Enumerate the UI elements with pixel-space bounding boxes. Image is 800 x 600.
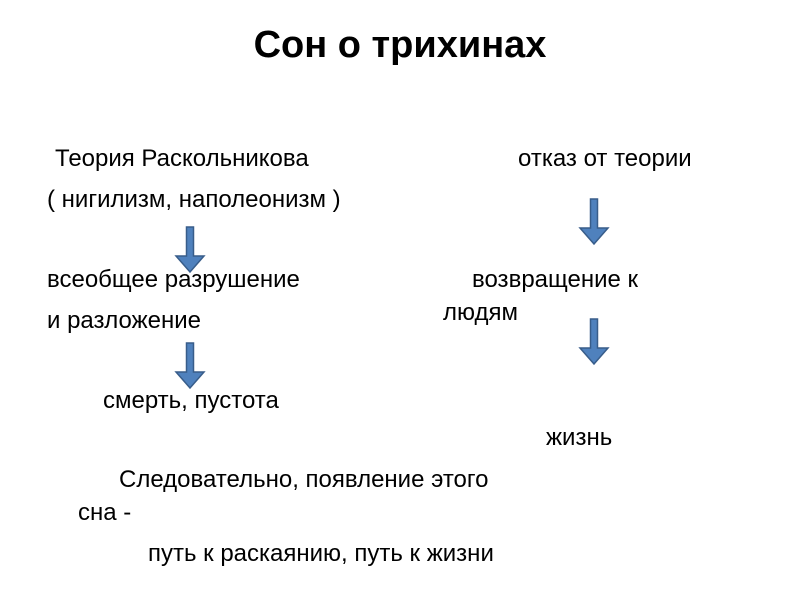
conclusion-line1: Следовательно, появление этого: [119, 466, 489, 493]
return-label-line1: возвращение к: [472, 266, 639, 293]
slide-title: Сон о трихинах: [253, 24, 547, 66]
rejection-label: отказ от теории: [518, 145, 692, 172]
left-result-label: смерть, пустота: [103, 387, 279, 414]
destruction-label-line2: и разложение: [47, 307, 201, 334]
down-arrow-icon: [578, 318, 610, 366]
theory-label-line1: Теория Раскольникова: [55, 145, 309, 172]
right-result-label: жизнь: [546, 424, 613, 451]
return-label-line2: людям: [443, 299, 518, 326]
down-arrow-icon: [174, 226, 206, 274]
conclusion-line2: сна -: [78, 499, 132, 526]
destruction-label-line1: всеобщее разрушение: [47, 266, 300, 293]
conclusion-line3: путь к раскаянию, путь к жизни: [148, 540, 494, 567]
theory-label-line2: ( нигилизм, наполеонизм ): [47, 186, 341, 213]
down-arrow-icon: [174, 342, 206, 390]
down-arrow-icon: [578, 198, 610, 246]
